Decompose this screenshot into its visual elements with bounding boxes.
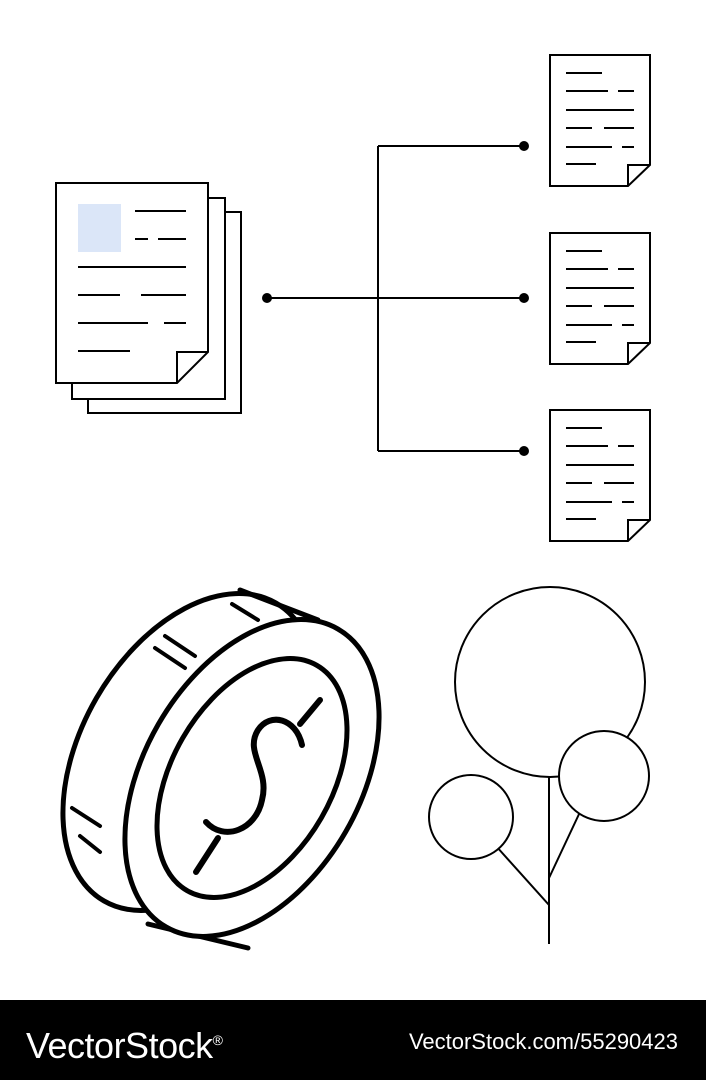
watermark-brand-text: VectorStock bbox=[26, 1025, 213, 1066]
connector-dot bbox=[519, 446, 529, 456]
coin-dollar-icon bbox=[60, 587, 382, 951]
document-icon bbox=[549, 54, 651, 187]
connector-dot bbox=[519, 293, 529, 303]
watermark-bar: VectorStock® VectorStock.com/55290423 bbox=[0, 1000, 706, 1080]
document-image-placeholder bbox=[78, 204, 121, 252]
document-icon bbox=[549, 232, 651, 365]
tree-icon bbox=[428, 586, 650, 944]
document-stack-icon bbox=[55, 182, 242, 414]
illustration bbox=[55, 54, 651, 951]
watermark-registered: ® bbox=[212, 1032, 223, 1048]
connector-lines bbox=[267, 145, 524, 452]
watermark-image-id: VectorStock.com/55290423 bbox=[408, 1029, 678, 1054]
connector-dot bbox=[519, 141, 529, 151]
document-icon bbox=[549, 409, 651, 542]
watermark-brand: VectorStock® bbox=[26, 1018, 223, 1068]
connector-dot bbox=[262, 293, 272, 303]
